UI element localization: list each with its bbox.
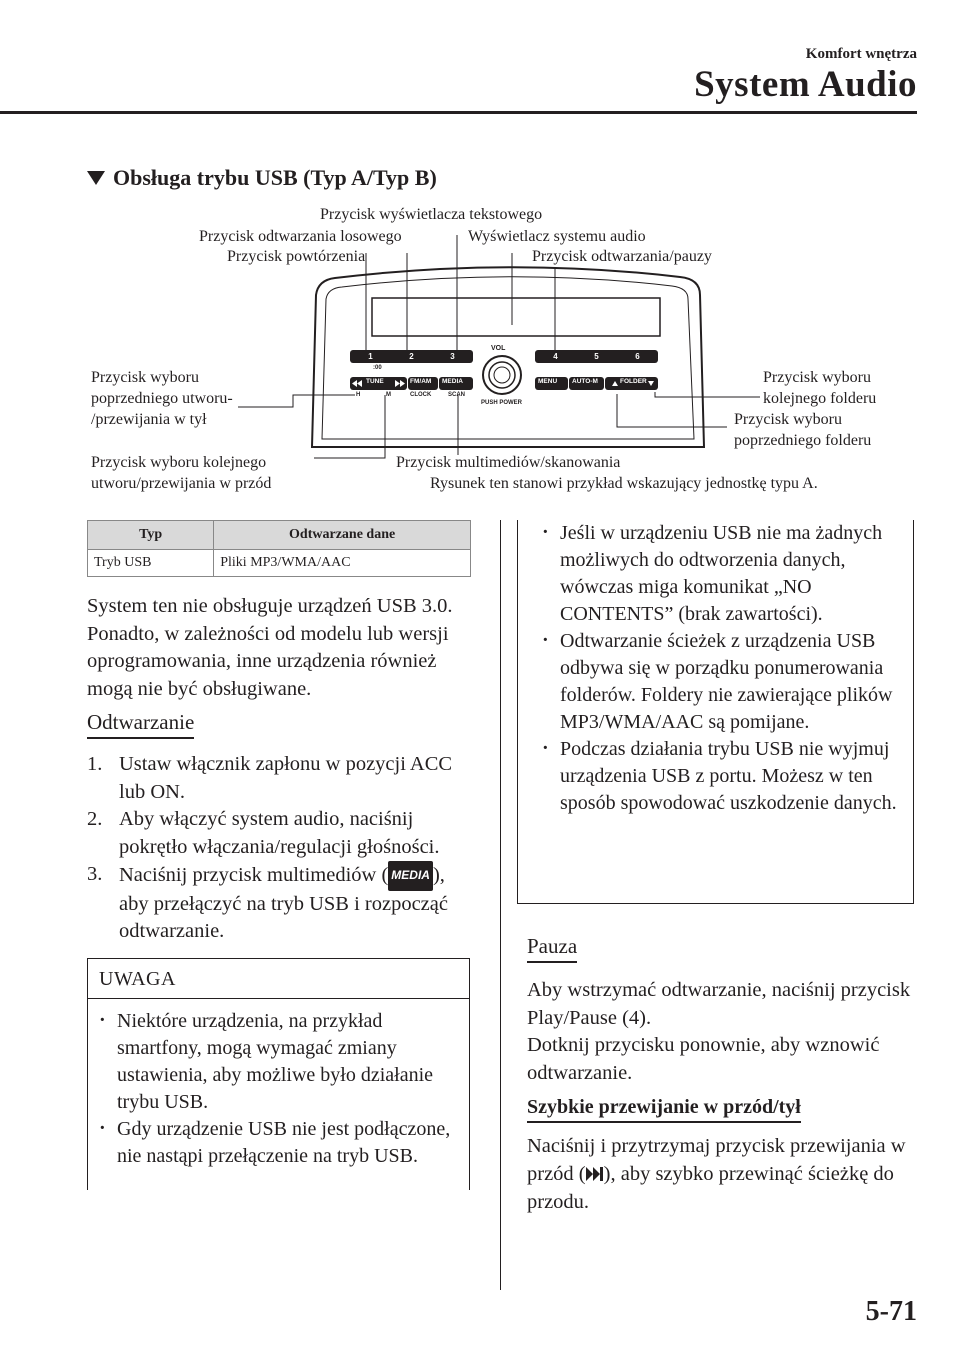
note-list: Niektóre urządzenia, na przykład smartfo… (95, 1007, 455, 1170)
clock-label: CLOCK (410, 392, 432, 398)
figure-caption: Rysunek ten stanowi przykład wskazujący … (430, 475, 818, 492)
list-item: 1.Ustaw włącznik zapłonu w pozycji ACC l… (87, 753, 453, 803)
menu-label: MENU (538, 378, 558, 385)
label-play-pause-button: Przycisk odtwarzania/pauzy (532, 248, 712, 265)
playback-steps: 1.Ustaw włącznik zapłonu w pozycji ACC l… (87, 751, 477, 946)
list-item: 3.Naciśnij przycisk multimediów (MEDIA),… (87, 861, 448, 942)
playback-heading: Odtwarzanie (87, 710, 195, 739)
auto-m-label: AUTO-M (572, 378, 598, 385)
media-type-table: Typ Odtwarzane dane Tryb USB Pliki MP3/W… (86, 520, 471, 577)
fast-forward-text: Naciśnij i przytrzymaj przycisk przewija… (527, 1135, 906, 1213)
triangle-bullet-icon (87, 171, 105, 185)
intro-paragraph: System ten nie obsługuje urządzeń USB 3.… (87, 595, 453, 700)
column-divider (500, 520, 501, 1290)
table-cell: Pliki MP3/WMA/AAC (213, 549, 471, 577)
table-row: Tryb USB Pliki MP3/WMA/AAC (86, 549, 471, 577)
section-heading-text: Obsługa trybu USB (Typ A/Typ B) (113, 165, 437, 190)
folder-label: FOLDER (620, 378, 647, 385)
note-list-2: Jeśli w urządzeniu USB nie ma żadnych mo… (538, 519, 904, 817)
header-rule (0, 111, 917, 114)
audio-unit-figure: 1 2 3 4 5 6 VOL PUSH POWER :00 TUNE FM/A… (0, 195, 960, 505)
list-item: Niektóre urządzenia, na przykład smartfo… (95, 1007, 455, 1116)
label-prev-folder-button: Przycisk wyboru poprzedniego folderu (734, 411, 872, 449)
time-label: :00 (373, 365, 382, 371)
label-random-button: Przycisk odtwarzania losowego (199, 228, 402, 245)
push-power-label: PUSH POWER (481, 400, 523, 406)
note-box-continued: Jeśli w urządzeniu USB nie ma żadnych mo… (517, 519, 914, 904)
section-heading: Obsługa trybu USB (Typ A/Typ B) (87, 165, 437, 191)
label-next-folder-button: Przycisk wyboru kolejnego folderu (763, 369, 877, 407)
list-item: Podczas działania trybu USB nie wyjmuj u… (538, 735, 904, 817)
fast-forward-heading: Szybkie przewijanie w przód/tył (527, 1096, 801, 1123)
page-number: 5-71 (865, 1296, 917, 1327)
label-text-display-button: Przycisk wyświetlacza tekstowego (320, 206, 543, 223)
pause-text: Aby wstrzymać odtwarzanie, naciśnij przy… (527, 979, 911, 1084)
preset-5: 5 (594, 352, 599, 361)
label-audio-display: Wyświetlacz systemu audio (468, 228, 646, 245)
page-title: System Audio (694, 64, 917, 105)
label-repeat-button: Przycisk powtórzenia (227, 248, 366, 265)
note-title: UWAGA (99, 968, 176, 990)
pause-heading: Pauza (527, 934, 578, 963)
tune-label: TUNE (366, 378, 384, 385)
label-media-scan-button: Przycisk multimediów/skanowania (396, 454, 621, 471)
label-prev-track-button: Przycisk wyboru poprzedniego utworu- /pr… (91, 369, 233, 428)
scan-label: SCAN (448, 392, 466, 398)
list-item: Odtwarzanie ścieżek z urządzenia USB odb… (538, 627, 904, 736)
preset-3: 3 (450, 352, 455, 361)
label-next-track-button: Przycisk wyboru kolejnego utworu/przewij… (91, 454, 272, 492)
preset-buttons-left: 1 2 3 (350, 350, 473, 363)
vol-label: VOL (491, 345, 506, 352)
list-item: Jeśli w urządzeniu USB nie ma żadnych mo… (538, 519, 904, 628)
table-header: Odtwarzane dane (213, 520, 471, 550)
h-label: H (356, 392, 361, 398)
fast-forward-icon (585, 1162, 604, 1190)
table-cell: Tryb USB (86, 549, 215, 577)
section-name: Komfort wnętrza (805, 46, 917, 62)
list-item: Gdy urządzenie USB nie jest podłączone, … (95, 1115, 455, 1170)
table-header: Typ (86, 520, 215, 550)
m-label: M (386, 392, 391, 398)
list-item: 2.Aby włączyć system audio, naciśnij pok… (87, 808, 440, 858)
media-label: MEDIA (442, 378, 463, 385)
preset-1: 1 (368, 352, 373, 361)
audio-unit-illustration (238, 235, 760, 459)
preset-6: 6 (635, 352, 640, 361)
preset-4: 4 (553, 352, 558, 361)
note-box: UWAGA Niektóre urządzenia, na przykład s… (87, 958, 470, 1190)
preset-buttons-right: 4 5 6 (535, 350, 658, 363)
fm-am-label: FM/AM (410, 378, 432, 385)
preset-2: 2 (409, 352, 414, 361)
table-header-row: Typ Odtwarzane dane (86, 520, 471, 550)
media-button-icon: MEDIA (388, 861, 433, 891)
